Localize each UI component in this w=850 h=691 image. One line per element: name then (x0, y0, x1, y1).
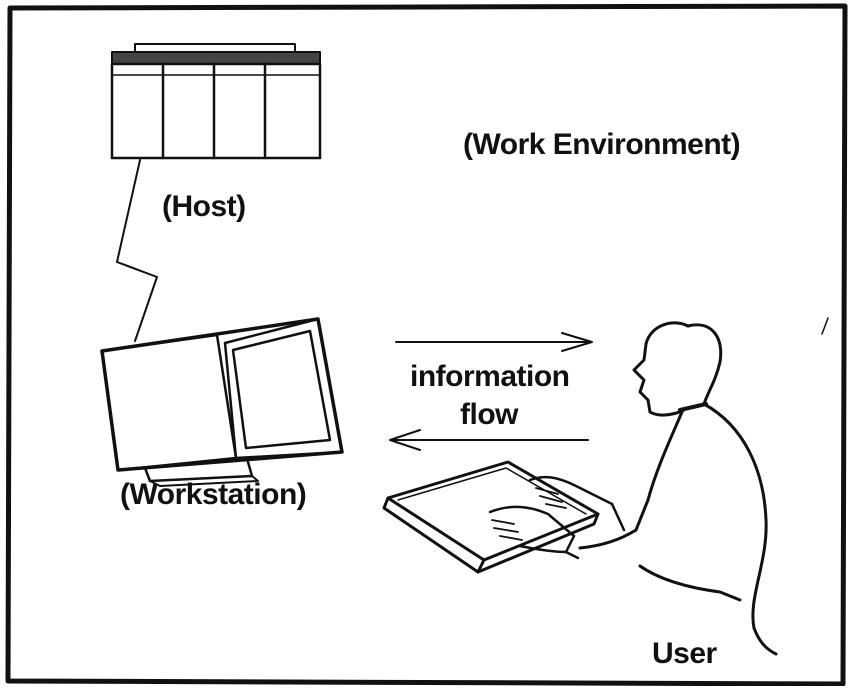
arrow-left-icon (389, 429, 589, 451)
host-label: (Host) (162, 190, 246, 223)
arrow-right-icon (395, 332, 593, 352)
work-environment-frame (5, 3, 848, 687)
flow-label: flow (460, 398, 519, 431)
workstation-label: (Workstation) (120, 478, 307, 511)
workstation-monitor-icon (100, 317, 344, 487)
user-label: User (652, 637, 717, 670)
stray-mark (821, 317, 829, 335)
lightning-link-icon (116, 159, 158, 342)
work-environment-label: (Work Environment) (463, 128, 741, 161)
keyboard-icon (382, 460, 600, 574)
host-server-icon (110, 43, 322, 160)
information-label: information (410, 360, 570, 393)
user-silhouette-icon (488, 321, 778, 656)
